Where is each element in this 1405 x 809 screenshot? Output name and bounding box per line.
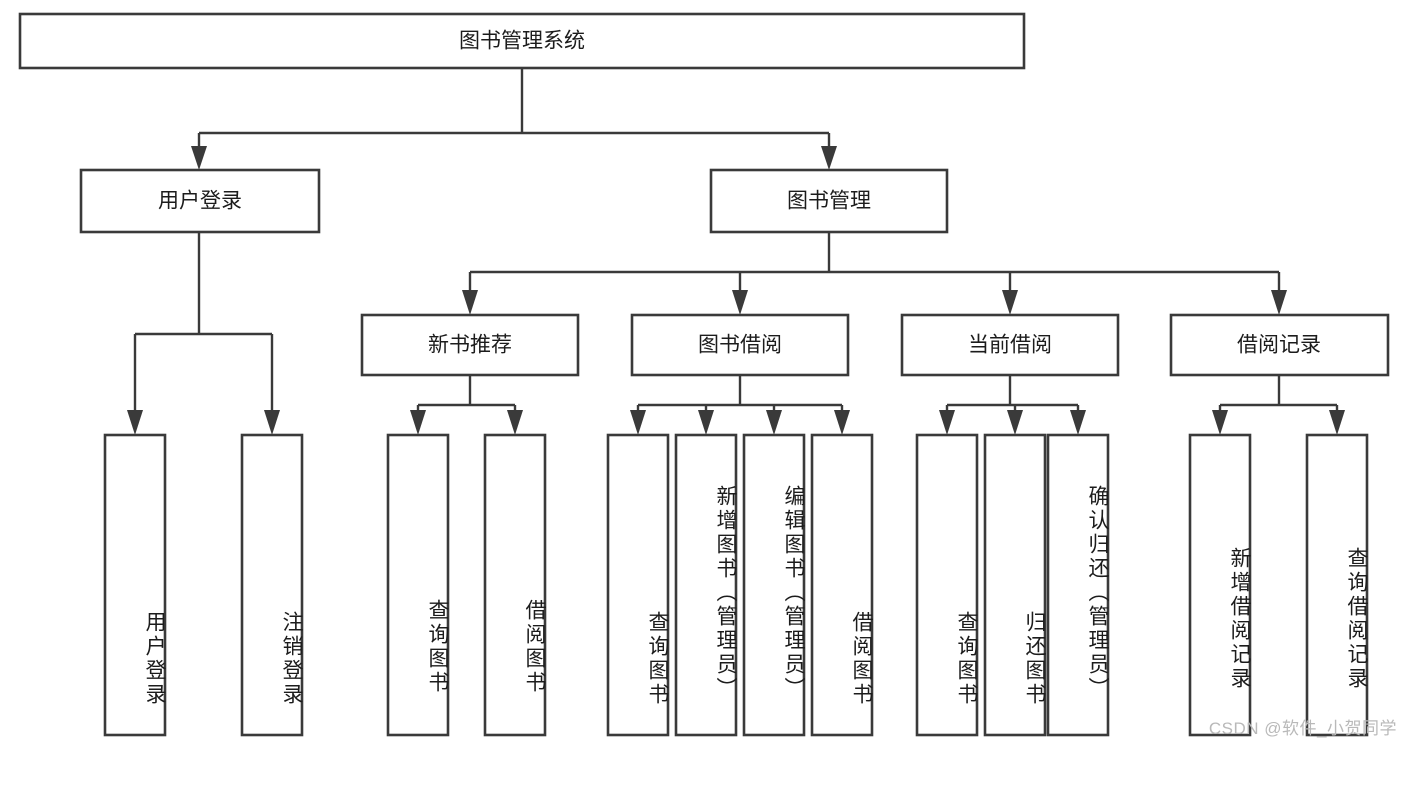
node-user-login-label: 用户登录 (158, 190, 242, 213)
connector-layer (127, 68, 1345, 435)
node-current-borrow-label: 当前借阅 (968, 334, 1052, 357)
arrow-head-leaf-add-book (698, 410, 714, 435)
node-layer: 图书管理系统 用户登录 图书管理 新书推荐 图书借阅 当前借阅 借阅记录 (18, 12, 1390, 737)
node-leaf-add-book-box[interactable] (674, 433, 738, 737)
node-book-borrow-label: 图书借阅 (698, 334, 782, 357)
node-leaf-borrow-book-1-box[interactable] (483, 433, 547, 737)
node-leaf-borrow-book-2-box[interactable] (810, 433, 874, 737)
node-borrow-record-box[interactable] (1169, 313, 1390, 377)
arrow-head-user-login (191, 146, 207, 170)
node-leaf-edit-book-box[interactable] (742, 433, 806, 737)
node-leaf-confirm-return-box[interactable] (1046, 433, 1110, 737)
node-borrow-record-label: 借阅记录 (1237, 334, 1321, 357)
node-book-borrow-box[interactable] (630, 313, 850, 377)
arrow-head-leaf-query-book-2 (630, 410, 646, 435)
node-new-book-recommend-label: 新书推荐 (428, 334, 512, 357)
arrow-head-leaf-user-login (127, 410, 143, 435)
node-leaf-return-book-box[interactable] (983, 433, 1047, 737)
arrow-head-leaf-query-book-1 (410, 410, 426, 435)
arrow-head-leaf-query-book-3 (939, 410, 955, 435)
tree-diagram-svg: 图书管理系统 用户登录 图书管理 新书推荐 图书借阅 当前借阅 借阅记录 (18, 12, 1390, 737)
arrow-head-leaf-query-record (1329, 410, 1345, 435)
arrow-head-borrow-record (1271, 290, 1287, 315)
node-leaf-user-login-box[interactable] (103, 433, 167, 737)
node-root-label: 图书管理系统 (459, 30, 585, 53)
arrow-head-leaf-edit-book (766, 410, 782, 435)
arrow-head-current-borrow (1002, 290, 1018, 315)
arrow-head-leaf-return-book (1007, 410, 1023, 435)
node-current-borrow-box[interactable] (900, 313, 1120, 377)
arrow-head-book-borrow (732, 290, 748, 315)
node-leaf-query-book-1-box[interactable] (386, 433, 450, 737)
arrow-head-book-manage (821, 146, 837, 170)
node-new-book-recommend-box[interactable] (360, 313, 580, 377)
node-user-login-box[interactable] (79, 168, 321, 234)
arrow-head-leaf-user-logout (264, 410, 280, 435)
csdn-watermark: CSDN @软件_小贺同学 (1208, 719, 1397, 738)
node-leaf-query-record-box[interactable] (1305, 433, 1369, 737)
node-leaf-query-book-2-box[interactable] (606, 433, 670, 737)
arrow-head-leaf-borrow-book-1 (507, 410, 523, 435)
node-leaf-add-record-box[interactable] (1188, 433, 1252, 737)
node-root-box[interactable] (18, 12, 1026, 70)
node-leaf-query-book-3-box[interactable] (915, 433, 979, 737)
arrow-head-leaf-add-record (1212, 410, 1228, 435)
node-book-manage-label: 图书管理 (787, 190, 871, 213)
arrow-head-new-book-recommend (462, 290, 478, 315)
arrow-head-leaf-borrow-book-2 (834, 410, 850, 435)
node-book-manage-box[interactable] (709, 168, 949, 234)
arrow-head-leaf-confirm-return (1070, 410, 1086, 435)
node-leaf-user-logout-box[interactable] (240, 433, 304, 737)
diagram-canvas: 图书管理系统 用户登录 图书管理 新书推荐 图书借阅 当前借阅 借阅记录 (18, 12, 1397, 738)
